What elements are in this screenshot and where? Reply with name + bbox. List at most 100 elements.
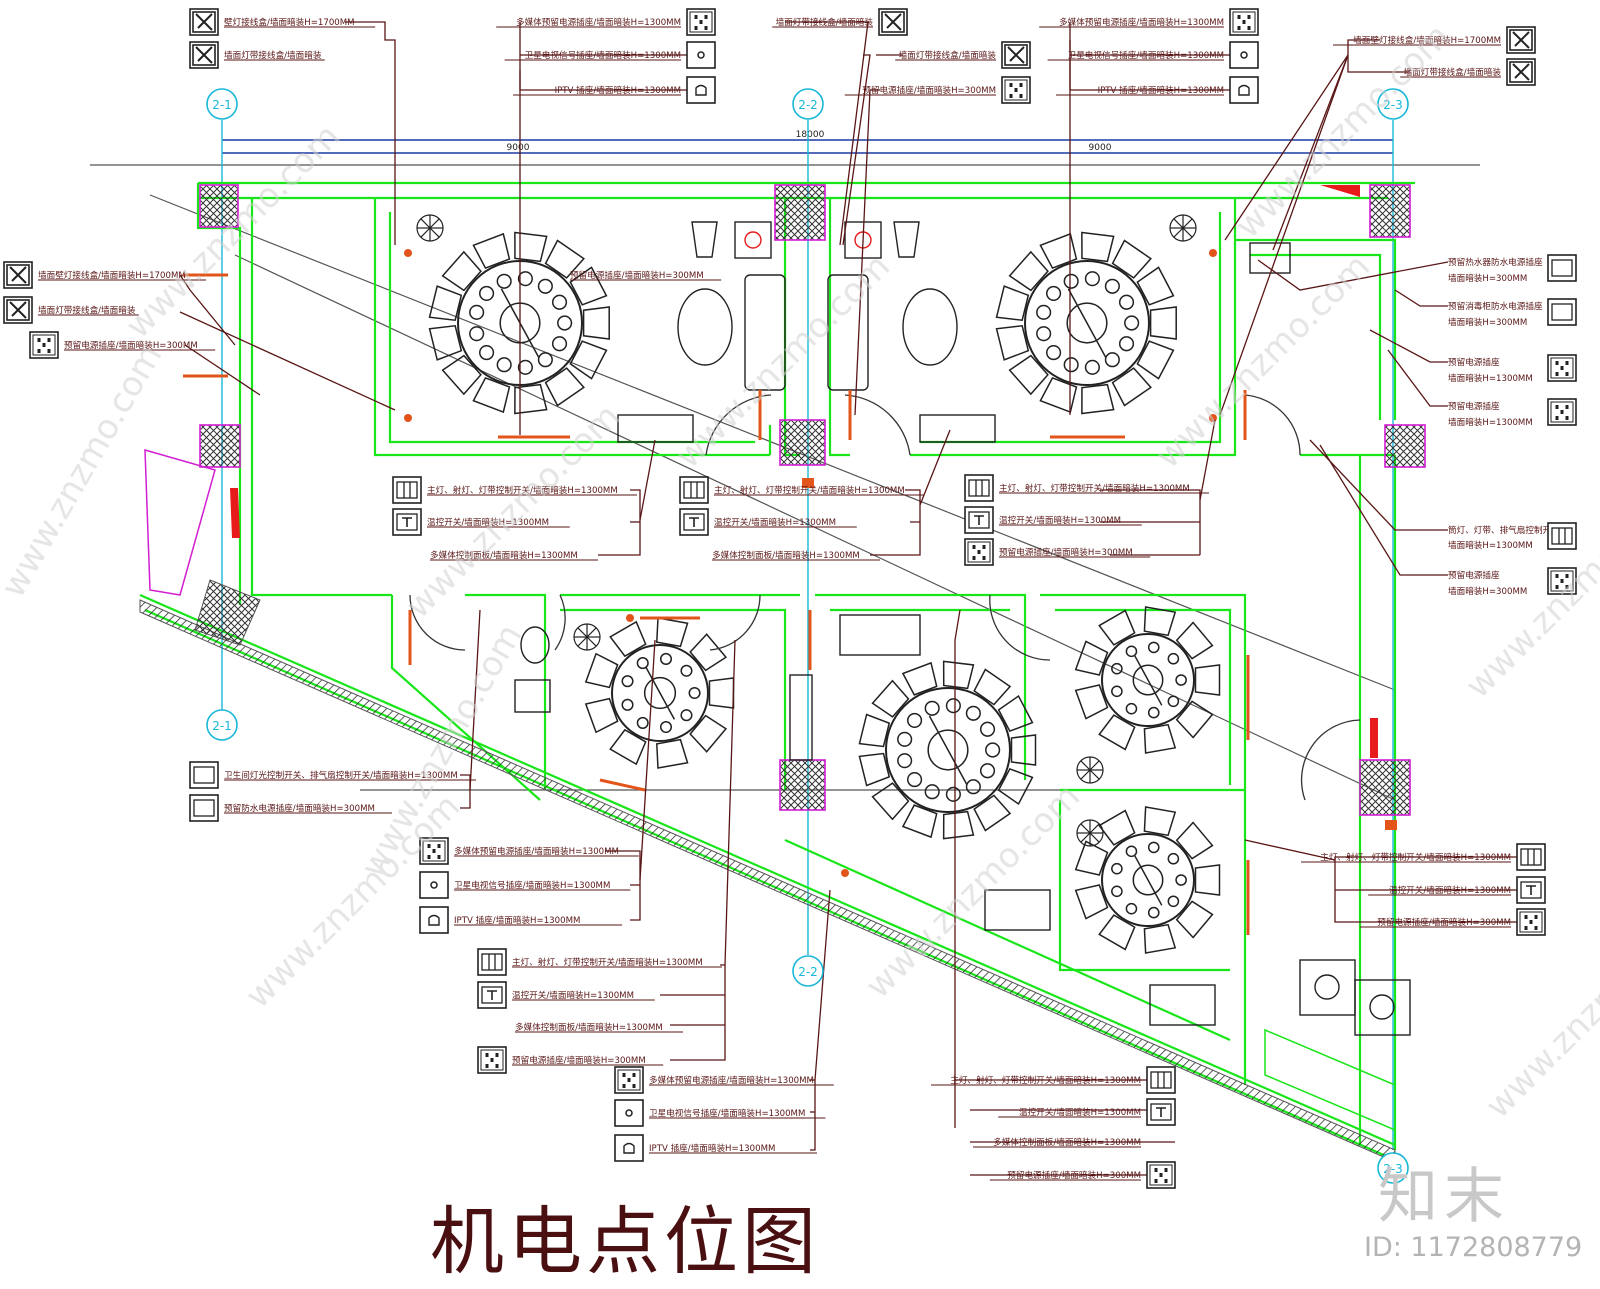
dimension-right: 9000 — [1089, 143, 1112, 153]
chair — [1136, 340, 1175, 380]
place-setting — [1118, 294, 1135, 310]
callout-item: 多媒体预留电源插座/墙面暗装H=1300MM — [419, 837, 639, 865]
place-setting — [659, 721, 673, 734]
chair — [1098, 609, 1136, 646]
place-setting — [680, 664, 693, 677]
callout-item: 卫星电视信号插座/墙面暗装H=1300MM — [1047, 41, 1259, 69]
fan-icon — [1076, 819, 1104, 847]
callout-text: 墙面暗装H=1300MM — [1448, 416, 1533, 428]
axis-bubble: 2-1 — [206, 88, 238, 120]
chair — [1074, 640, 1109, 676]
callout-item: 主灯、射灯、灯带控制开关/墙面暗装H=1300MM — [392, 476, 637, 504]
round-table — [584, 617, 735, 769]
place-setting — [1104, 352, 1120, 368]
place-setting — [1036, 326, 1052, 342]
axis-label: 2-2 — [798, 965, 818, 979]
place-setting — [496, 273, 512, 289]
place-setting — [897, 753, 913, 769]
chair — [1111, 367, 1152, 407]
callout-item: 预留电源插座/墙面暗装H=300MM — [1359, 908, 1546, 936]
chair — [514, 383, 548, 415]
place-setting — [479, 285, 495, 301]
callout-text: 筒灯、灯带、排气扇控制开关 — [1448, 524, 1560, 536]
place-setting — [1125, 902, 1138, 915]
place-setting — [1175, 874, 1187, 886]
chair — [1008, 354, 1049, 396]
callout-text: 多媒体控制面板/墙面暗装H=1300MM — [712, 549, 860, 561]
callout-item: 温控开关/墙面暗装H=1300MM — [392, 508, 570, 536]
callout-text: 壁灯接线盒/墙面暗装H=1700MM — [224, 16, 355, 28]
place-setting — [907, 712, 923, 728]
chair — [997, 694, 1034, 733]
callout-item: 卫星电视信号插座/墙面暗装H=1300MM — [419, 871, 631, 899]
callout-text: 温控开关/墙面暗装H=1300MM — [1389, 884, 1511, 896]
callout-item: 卫星电视信号插座/墙面暗装H=1300MM — [614, 1099, 826, 1127]
callout-item: 筒灯、灯带、排气扇控制开关 — [1448, 522, 1577, 550]
callout-text: 多媒体控制面板/墙面暗装H=1300MM — [515, 1021, 663, 1033]
place-setting — [469, 326, 485, 342]
watermark-text: www.znzmo.com — [1148, 246, 1378, 476]
place-setting — [965, 779, 981, 795]
chair — [1039, 376, 1078, 414]
place-setting — [907, 772, 923, 788]
axis-bubble: 2-1 — [206, 709, 238, 741]
callout-text: 多媒体控制面板/墙面暗装H=1300MM — [430, 549, 578, 561]
callout-item: 温控开关/墙面暗装H=1300MM — [679, 508, 857, 536]
fan-icon — [1076, 756, 1104, 784]
round-table — [1074, 806, 1221, 954]
callout-text: 主灯、射灯、灯带控制开关/墙面暗装H=1300MM — [1320, 851, 1511, 863]
place-setting — [1046, 345, 1062, 361]
chair — [655, 617, 689, 648]
place-setting — [621, 675, 634, 688]
place-setting — [1167, 895, 1180, 908]
callout-text: IPTV 插座/墙面暗装H=1300MM — [454, 914, 580, 926]
axis-bubble: 2-3 — [1377, 1152, 1409, 1184]
watermark-text: www.znzmo.com — [1228, 16, 1458, 246]
callout-item: 预留电源插座/墙面暗装H=300MM — [29, 331, 216, 359]
chair — [1098, 809, 1136, 846]
callout-item: 温控开关/墙面暗装H=1300MM — [964, 506, 1142, 534]
callout-item: 预留电源插座 — [1448, 567, 1577, 595]
chair — [1143, 923, 1177, 954]
place-setting — [1111, 662, 1123, 675]
callout-item: 预留防水电源插座/墙面暗装H=300MM — [189, 794, 392, 822]
callout-text: 墙面灯带接线盒/墙面暗装 — [224, 49, 322, 61]
chair — [871, 782, 910, 821]
callout-item: 墙面壁灯接线盒/墙面暗装H=1700MM — [3, 261, 206, 289]
callout-item: 预留电源插座/墙面暗装H=300MM — [989, 1161, 1176, 1189]
callout-item: 预留电源插座/墙面暗装H=300MM — [570, 269, 722, 281]
axis-bubble: 2-2 — [792, 88, 824, 120]
callout-item: 墙面灯带接线盒/墙面暗装 — [895, 41, 1031, 69]
chair — [1111, 239, 1152, 279]
place-setting — [945, 786, 961, 802]
chair — [1175, 700, 1214, 739]
chair — [544, 239, 585, 279]
callout-item: 主灯、射灯、灯带控制开关/墙面暗装H=1300MM — [964, 474, 1209, 502]
place-setting — [1084, 271, 1100, 287]
callout-item: 主灯、射灯、灯带控制开关/墙面暗装H=1300MM — [931, 1066, 1176, 1094]
watermark-text: www.znzmo.com — [238, 786, 468, 1016]
place-setting — [1118, 336, 1135, 352]
callout-item: 预留热水器防水电源插座 — [1448, 254, 1577, 282]
callout-item: 预留电源插座/墙面暗装H=300MM — [844, 76, 1031, 104]
chair — [584, 652, 619, 689]
callout-item: 墙面灯带接线盒/墙面暗装 — [1400, 58, 1536, 86]
chair — [1074, 684, 1109, 720]
place-setting — [551, 294, 568, 310]
axis-label: 2-3 — [1383, 98, 1403, 112]
callout-text: 主灯、射灯、灯带控制开关/墙面暗装H=1300MM — [999, 482, 1190, 494]
chair — [1008, 250, 1049, 292]
chair — [569, 340, 608, 380]
chair — [569, 266, 608, 306]
chair — [1010, 734, 1037, 766]
callout-text: IPTV 插座/墙面暗装H=1300MM — [1098, 84, 1224, 96]
round-table — [1074, 606, 1221, 754]
place-setting — [636, 657, 649, 670]
chair — [1175, 900, 1214, 939]
callout-leader-lines — [179, 21, 1545, 1176]
chair — [428, 285, 463, 322]
callout-item: 卫星电视信号插座/墙面暗装H=1300MM — [504, 41, 716, 69]
chair — [689, 714, 728, 753]
chair — [1098, 914, 1136, 951]
